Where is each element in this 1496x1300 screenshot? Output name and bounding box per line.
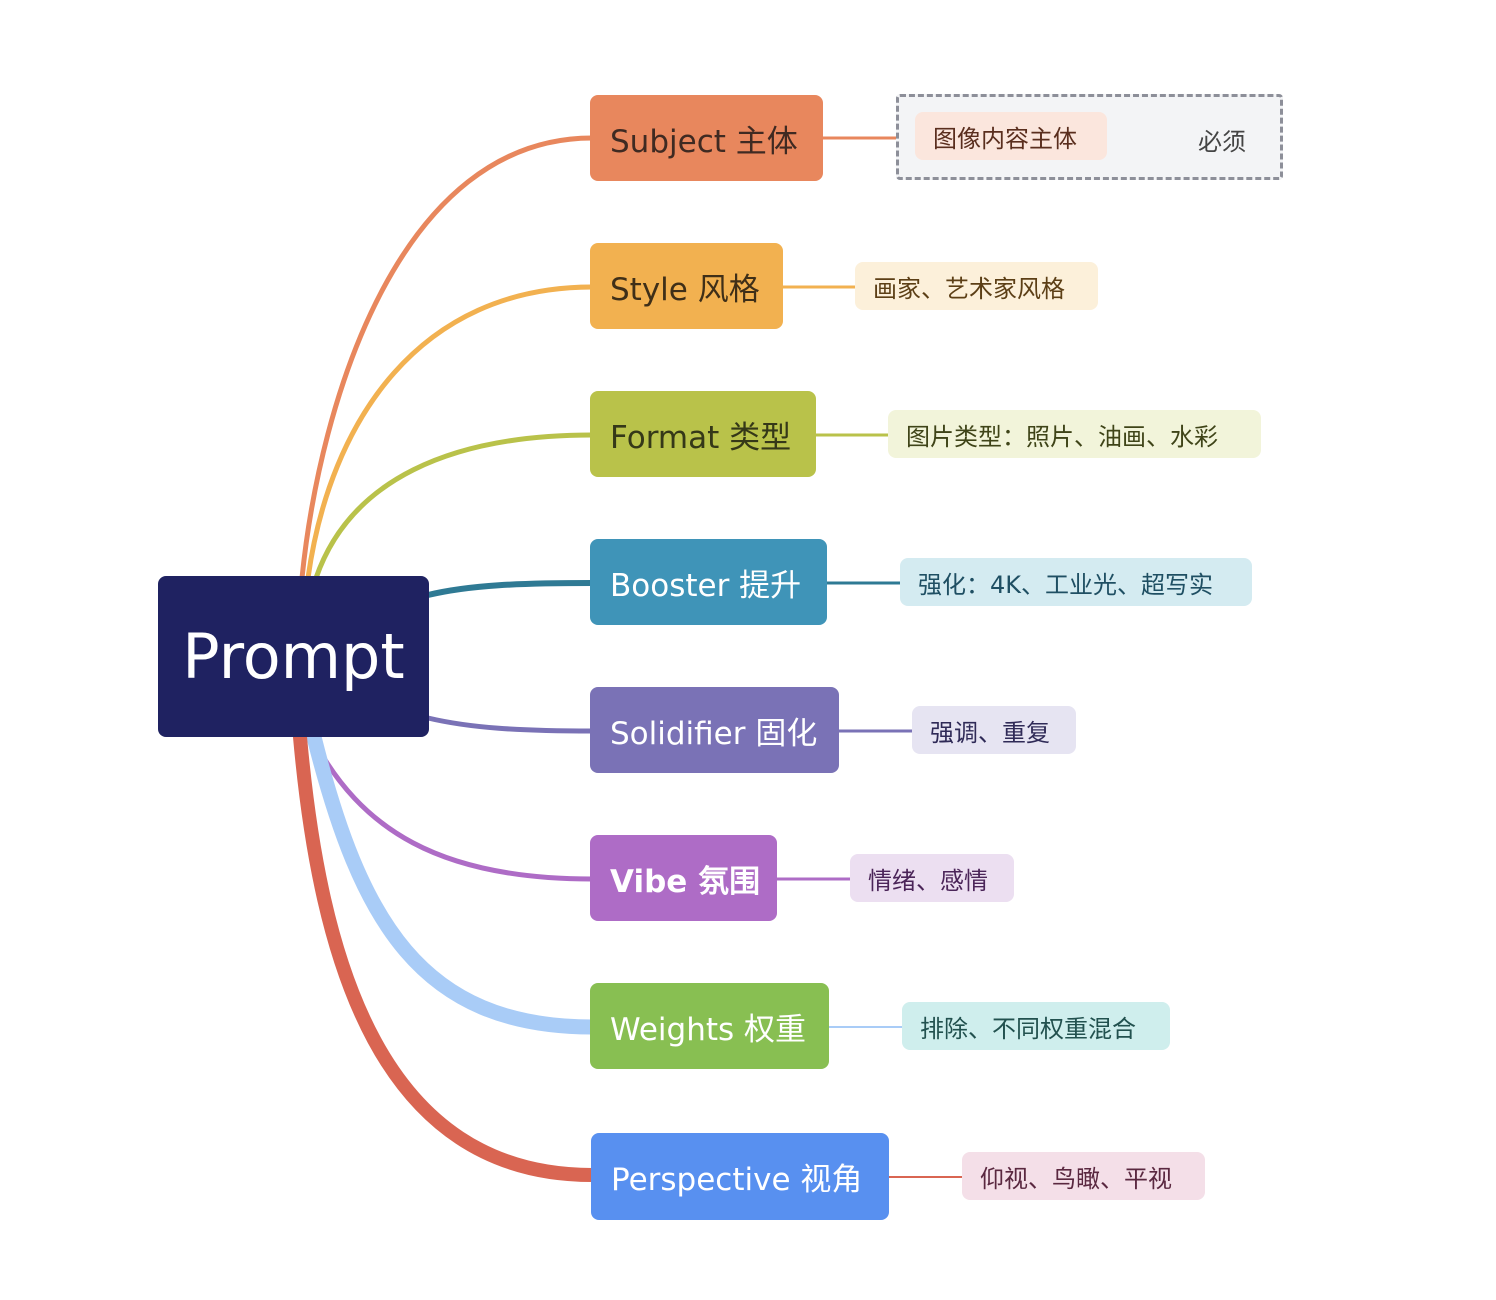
root-connector [425,715,595,734]
branch-style-label: Style 风格 [610,271,760,308]
root-connector [313,432,595,581]
leaf-format-detail-text: 图片类型：照片、油画、水彩 [906,422,1218,451]
branch-vibe[interactable]: Vibe 氛围 [590,835,777,921]
root-connector [305,284,595,581]
leaf-vibe-detail[interactable]: 情绪、感情 [850,854,1014,902]
branch-perspective-label: Perspective 视角 [611,1162,863,1198]
leaf-weights-detail[interactable]: 排除、不同权重混合 [902,1002,1170,1050]
leaf-booster-detail-text: 强化：4K、工业光、超写实 [918,570,1214,599]
root-connector [293,730,599,1182]
branch-subject-label: Subject 主体 [610,123,798,160]
branch-solidifier-label: Solidifier 固化 [610,715,818,752]
branch-vibe-label: Vibe 氛围 [610,863,761,900]
branch-format-label: Format 类型 [610,419,792,456]
branch-booster-label: Booster 提升 [610,567,802,604]
root-node-prompt[interactable]: Prompt [158,576,429,737]
leaf-booster-detail[interactable]: 强化：4K、工业光、超写实 [900,558,1252,606]
branch-subject[interactable]: Subject 主体 [590,95,823,181]
root-label: Prompt [182,620,405,693]
branch-perspective[interactable]: Perspective 视角 [591,1133,889,1220]
leaf-perspective-detail[interactable]: 仰视、鸟瞰、平视 [962,1152,1205,1200]
leaf-style-detail[interactable]: 画家、艺术家风格 [855,262,1098,310]
leaf-weights-detail-text: 排除、不同权重混合 [920,1014,1136,1043]
branch-format[interactable]: Format 类型 [590,391,816,477]
leaf-format-detail[interactable]: 图片类型：照片、油画、水彩 [888,410,1261,458]
root-connector [309,734,595,882]
branch-solidifier[interactable]: Solidifier 固化 [590,687,839,773]
branch-weights[interactable]: Weights 权重 [590,983,829,1069]
branch-style[interactable]: Style 风格 [590,243,783,329]
leaf-style-detail-text: 画家、艺术家风格 [873,274,1065,303]
leaf-solidifier-detail[interactable]: 强调、重复 [912,706,1076,754]
root-connector [425,580,595,598]
leaf-subject-detail[interactable]: 图像内容主体 [915,112,1107,160]
branch-weights-label: Weights 权重 [610,1011,807,1048]
branch-booster[interactable]: Booster 提升 [590,539,827,625]
root-connector [299,135,595,581]
required-note-text: 必须 [1198,128,1246,156]
required-note[interactable]: 必须 [1198,122,1246,157]
leaf-perspective-detail-text: 仰视、鸟瞰、平视 [980,1164,1172,1193]
leaf-solidifier-detail-text: 强调、重复 [930,718,1050,747]
leaf-vibe-detail-text: 情绪、感情 [868,866,988,895]
root-connector [306,729,600,1035]
leaf-subject-detail-text: 图像内容主体 [933,124,1077,153]
